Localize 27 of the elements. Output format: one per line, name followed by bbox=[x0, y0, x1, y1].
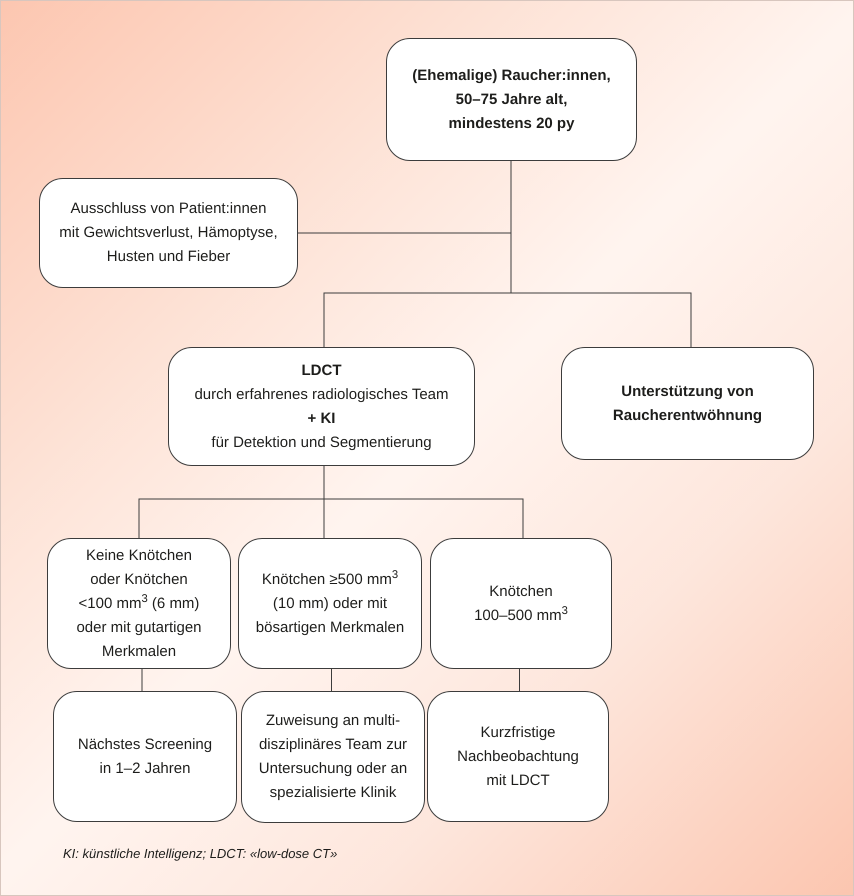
rounded-box bbox=[430, 538, 612, 669]
rounded-box bbox=[53, 691, 237, 822]
box-text: (Ehemalige) Raucher:innen, 50–75 Jahre alt, mindestens 20 py bbox=[412, 66, 611, 134]
rounded-box bbox=[238, 538, 422, 669]
rounded-box bbox=[47, 538, 231, 669]
box-text: Keine Knötchen oder Knötchen <100 mm$^{3}$ (6 mm) oder mit gutartigen Merkmalen bbox=[75, 546, 203, 662]
box-text: Nächstes Screening in 1–2 Jahren bbox=[76, 734, 214, 778]
box-text: Knötchen ≥500 mm$^{3}$ (10 mm) oder mit bösartigen Merkmalen bbox=[254, 568, 406, 638]
box-heading: LDCT bbox=[302, 360, 342, 380]
footnote: KI: künstliche Intelligenz; LDCT: «low-dose CT» bbox=[63, 845, 338, 863]
box-text: Ausschluss von Patient:innen mit Gewichtsverlust, Hämoptyse, Husten und Fieber bbox=[58, 199, 278, 267]
rounded-box bbox=[39, 178, 298, 288]
box-text: Kurzfristige Nachbeobachtung mit LDCT bbox=[456, 722, 580, 790]
box-text: Zuweisung an multi-disziplinäres Team zur Untersuchung oder an spezialisierte Klinik bbox=[258, 711, 408, 803]
rounded-box bbox=[168, 347, 475, 466]
box-text: durch erfahrenes radiologisches Team bbox=[194, 384, 449, 404]
connector-line bbox=[519, 668, 520, 692]
connector-line bbox=[324, 466, 524, 538]
box-text: + KI bbox=[308, 408, 336, 428]
box-text: für Detektion und Segmentierung bbox=[211, 432, 432, 452]
connector-line bbox=[331, 668, 332, 692]
box-text: Unterstützung von Raucherentwöhnung bbox=[612, 382, 764, 426]
rounded-box bbox=[241, 691, 425, 823]
rounded-box bbox=[386, 38, 637, 161]
rounded-box bbox=[427, 691, 609, 822]
rounded-box bbox=[561, 347, 814, 460]
box-text: Knötchen 100–500 mm$^{3}$ bbox=[473, 582, 569, 626]
